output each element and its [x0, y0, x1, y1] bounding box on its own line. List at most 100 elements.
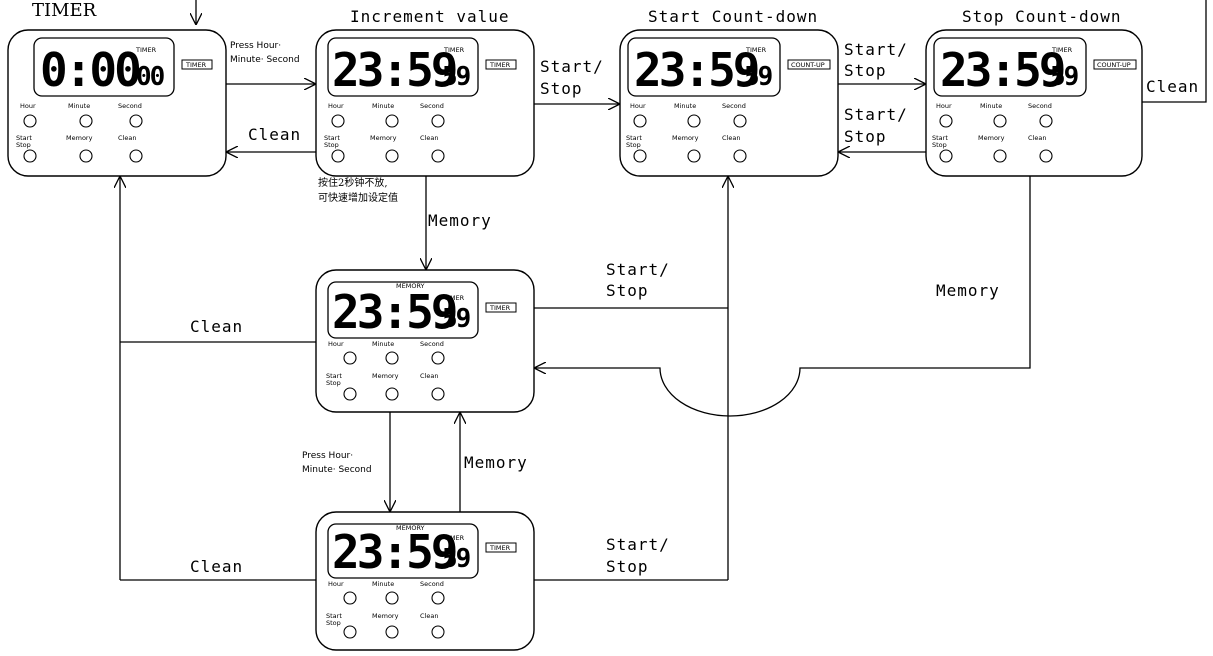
lcd-seconds: 59	[442, 544, 470, 574]
start-stop-button[interactable]	[633, 149, 647, 163]
hold-note-line1: 按住2秒钟不放,	[318, 176, 388, 189]
second-button[interactable]	[431, 591, 445, 605]
edge-label-startstop-u4-u3-line1: Start/	[844, 105, 908, 124]
mode-tag: TIMER	[185, 61, 207, 69]
clean-label: Clean	[420, 134, 438, 142]
second-label: Second	[420, 102, 444, 110]
hour-button[interactable]	[939, 114, 953, 128]
lcd-frame	[327, 37, 479, 97]
clean-button[interactable]	[129, 149, 143, 163]
minute-button[interactable]	[385, 591, 399, 605]
mode-tag: COUNT-UP	[791, 61, 825, 69]
stop-label: Stop	[16, 141, 31, 149]
memory-button[interactable]	[385, 149, 399, 163]
memory-button[interactable]	[385, 387, 399, 401]
second-button[interactable]	[1039, 114, 1053, 128]
second-button[interactable]	[431, 351, 445, 365]
minute-button[interactable]	[993, 114, 1007, 128]
second-label: Second	[118, 102, 142, 110]
clean-button[interactable]	[1039, 149, 1053, 163]
minute-button[interactable]	[79, 114, 93, 128]
clean-button[interactable]	[431, 149, 445, 163]
edge-label-clean-u2-u1: Clean	[248, 125, 301, 144]
caption-stop-count-down: Stop Count-down	[962, 7, 1122, 26]
second-button[interactable]	[431, 114, 445, 128]
clean-label: Clean	[722, 134, 740, 142]
minute-label: Minute	[372, 340, 394, 348]
start-stop-button[interactable]	[939, 149, 953, 163]
mode-tag: COUNT-UP	[1097, 61, 1131, 69]
minute-label: Minute	[372, 102, 394, 110]
timer-unit-initial: 0:00 TIMER 00 TIMER Hour Minute Second S…	[7, 29, 227, 177]
start-stop-button[interactable]	[343, 625, 357, 639]
edge-label-press-hms-line2: Minute· Second	[230, 55, 300, 65]
mode-tag-box	[485, 542, 517, 553]
mode-tag-box	[1093, 59, 1137, 70]
hour-button[interactable]	[343, 591, 357, 605]
edge-label-clean-u6-u1: Clean	[190, 557, 243, 576]
hour-label: Hour	[936, 102, 952, 110]
start-label: Start	[16, 134, 32, 142]
clean-button[interactable]	[733, 149, 747, 163]
timer-unit-memory-b: MEMORY 23:59 TIMER 59 TIMER Hour Minute …	[315, 511, 535, 651]
mode-tag-box	[181, 59, 213, 70]
start-stop-button[interactable]	[331, 149, 345, 163]
memory-indicator: MEMORY	[396, 282, 425, 290]
timer-unit-memory-a: MEMORY 23:59 TIMER 59 TIMER Hour Minute …	[315, 269, 535, 413]
minute-label: Minute	[674, 102, 696, 110]
start-stop-button[interactable]	[23, 149, 37, 163]
minute-label: Minute	[980, 102, 1002, 110]
hour-label: Hour	[328, 340, 344, 348]
stop-label: Stop	[326, 379, 341, 387]
memory-button[interactable]	[79, 149, 93, 163]
lcd-frame	[327, 281, 479, 339]
edge-label-startstop-u3-u4-line2: Stop	[844, 61, 887, 80]
hour-button[interactable]	[331, 114, 345, 128]
lcd-frame	[933, 37, 1087, 97]
minute-button[interactable]	[687, 114, 701, 128]
clean-button[interactable]	[431, 387, 445, 401]
edge-label-startstop-u3-u4-line1: Start/	[844, 40, 908, 59]
timer-indicator: TIMER	[443, 294, 465, 302]
memory-label: Memory	[66, 134, 93, 142]
hour-label: Hour	[20, 102, 36, 110]
edge-label-startstop-u2-u3-line2: Stop	[540, 79, 583, 98]
mode-tag: TIMER	[489, 61, 511, 69]
hour-button[interactable]	[633, 114, 647, 128]
lcd-hours-minutes: 0:00	[40, 43, 139, 97]
mode-tag: TIMER	[489, 544, 511, 552]
hour-button[interactable]	[23, 114, 37, 128]
diagram-title: TIMER	[32, 0, 97, 21]
minute-button[interactable]	[385, 351, 399, 365]
timer-indicator: TIMER	[135, 46, 157, 54]
memory-label: Memory	[370, 134, 397, 142]
second-label: Second	[722, 102, 746, 110]
start-label: Start	[326, 372, 342, 380]
second-button[interactable]	[733, 114, 747, 128]
mode-tag: TIMER	[489, 304, 511, 312]
arrow-u4-to-u5-memory	[535, 176, 1031, 417]
timer-indicator: TIMER	[1051, 46, 1073, 54]
hour-button[interactable]	[343, 351, 357, 365]
edge-label-memory-u6-u5: Memory	[464, 453, 528, 472]
minute-button[interactable]	[385, 114, 399, 128]
stop-label: Stop	[324, 141, 339, 149]
memory-label: Memory	[672, 134, 699, 142]
clean-button[interactable]	[431, 625, 445, 639]
timer-indicator: TIMER	[443, 46, 465, 54]
memory-button[interactable]	[687, 149, 701, 163]
lcd-hours-minutes: 23:59	[634, 43, 758, 97]
memory-button[interactable]	[385, 625, 399, 639]
mode-tag-box	[787, 59, 831, 70]
start-stop-button[interactable]	[343, 387, 357, 401]
minute-label: Minute	[372, 580, 394, 588]
clean-label: Clean	[1028, 134, 1046, 142]
timer-unit-increment-value: 23:59 TIMER 59 TIMER Hour Minute Second …	[315, 29, 535, 177]
stop-label: Stop	[326, 619, 341, 627]
memory-button[interactable]	[993, 149, 1007, 163]
lcd-seconds: 59	[442, 62, 470, 92]
caption-increment-value: Increment value	[350, 7, 510, 26]
second-button[interactable]	[129, 114, 143, 128]
lcd-seconds: 00	[136, 62, 165, 92]
